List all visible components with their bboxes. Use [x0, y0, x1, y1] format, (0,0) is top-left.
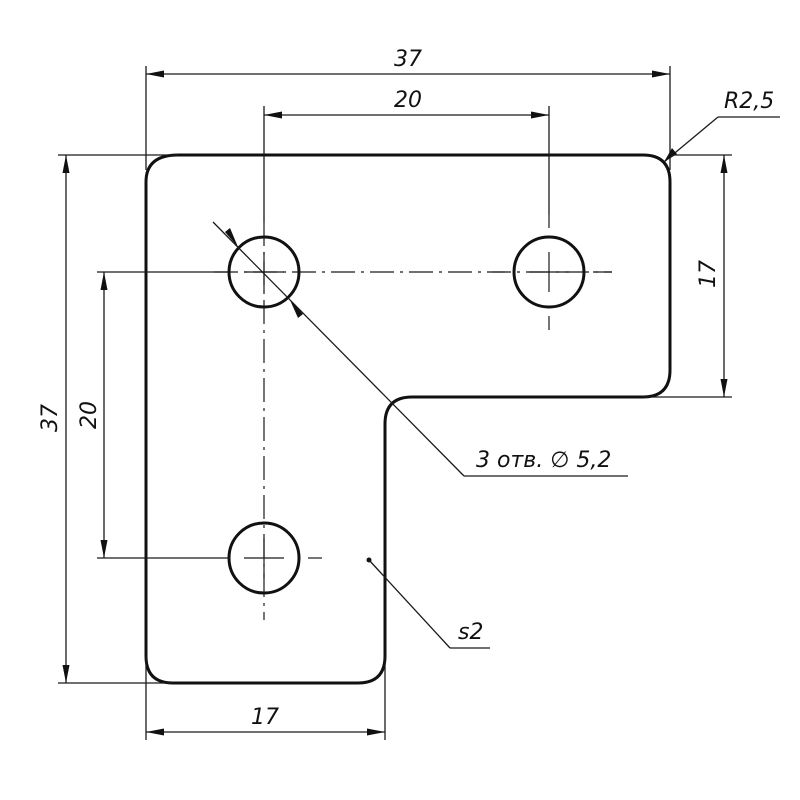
hole-callout: 3 отв. ∅ 5,2 — [212, 221, 628, 477]
hole-callout-label: 3 отв. ∅ 5,2 — [476, 448, 611, 473]
dimension-hole-spacing-vertical-label: 20 — [77, 401, 102, 429]
radius-callout: R2,5 — [663, 89, 780, 163]
thickness-callout: s2 — [366, 557, 490, 649]
thickness-callout-label: s2 — [458, 620, 483, 645]
dimension-right-arm-height-label: 17 — [696, 260, 721, 288]
dimension-overall-width-label: 37 — [394, 47, 422, 72]
dimension-hole-spacing-horizontal: 20 — [263, 88, 550, 222]
dimension-hole-spacing-horizontal-label: 20 — [394, 88, 422, 113]
dimension-overall-height-label: 37 — [38, 404, 63, 432]
dimension-overall-height: 37 — [38, 154, 178, 684]
dimension-bottom-arm-width: 17 — [145, 656, 386, 740]
radius-callout-label: R2,5 — [724, 89, 774, 114]
dimension-right-arm-height: 17 — [643, 154, 732, 398]
hole-top-right — [492, 215, 612, 330]
dimension-bottom-arm-width-label: 17 — [251, 705, 279, 730]
dimension-hole-spacing-vertical: 20 — [77, 271, 229, 559]
hole-top-left — [227, 235, 301, 309]
dimension-overall-width: 37 — [145, 47, 671, 170]
hole-bottom-left — [227, 521, 322, 595]
